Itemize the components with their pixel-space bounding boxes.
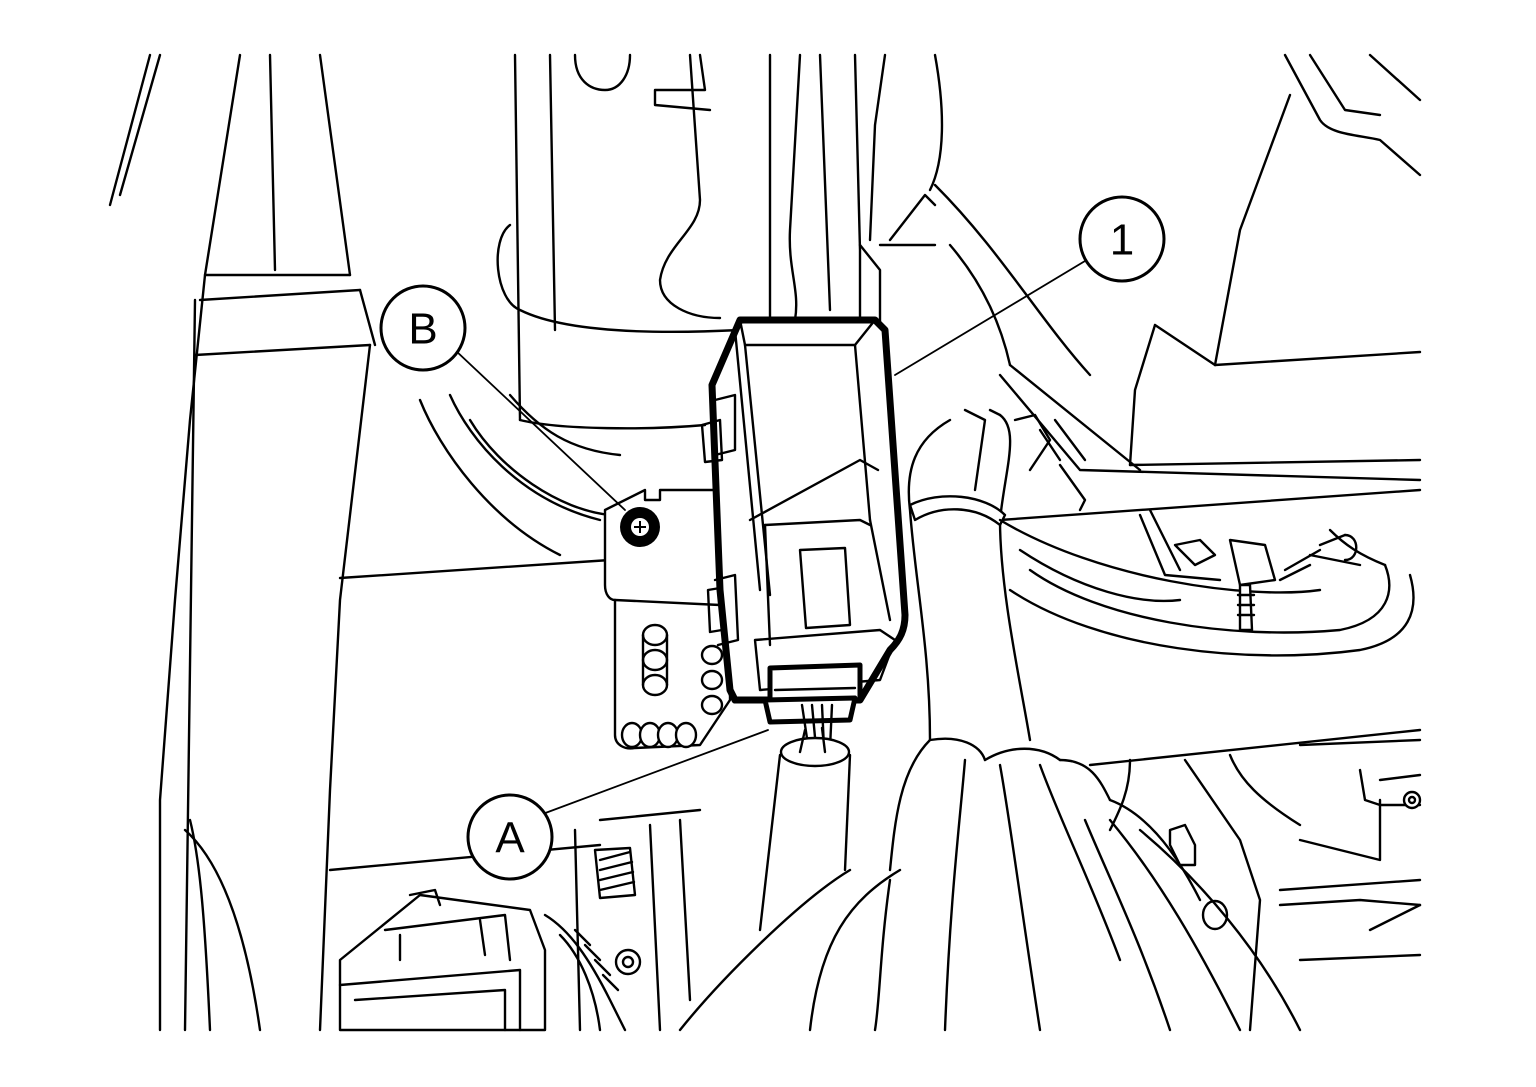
leader-line-b <box>454 349 626 511</box>
mounting-bracket <box>603 488 732 750</box>
right-upper-panel <box>933 53 1422 482</box>
callout-1: 1 <box>1078 195 1166 283</box>
leader-line-1 <box>894 254 1096 376</box>
upper-column <box>496 53 944 430</box>
lower-left-connector <box>338 818 692 1032</box>
left-hoses <box>418 393 622 557</box>
bolt-b-icon <box>620 507 660 547</box>
bracket-slot-1 <box>641 623 669 647</box>
leader-line-a <box>539 729 769 816</box>
cross-member <box>328 488 1422 872</box>
callout-a-label: A <box>495 814 525 863</box>
lower-right-chassis <box>1108 738 1422 1032</box>
left-pillar <box>108 53 377 1032</box>
callout-1-label: 1 <box>1110 216 1134 265</box>
callout-b: B <box>379 284 467 372</box>
electrical-unit-1 <box>700 316 909 725</box>
callout-a: A <box>466 793 554 881</box>
leader-lines <box>454 254 1096 816</box>
right-hose-loop <box>998 508 1415 657</box>
harness-a <box>758 703 852 932</box>
callout-b-label: B <box>408 305 437 354</box>
